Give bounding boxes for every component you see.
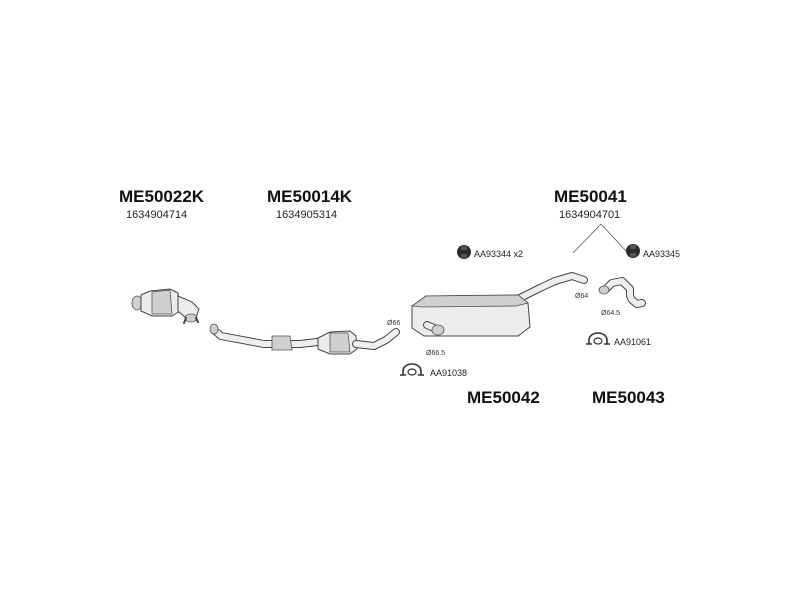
part-number-me50041: 1634904701 — [559, 209, 620, 221]
tailpipe — [598, 277, 646, 308]
clamp-tailpipe-label: AA91061 — [614, 337, 651, 347]
clamp-muffler-label: AA91038 — [430, 368, 467, 378]
diameter-muffler-inlet: Ø66.5 — [426, 350, 445, 357]
rear-muffler — [410, 272, 588, 337]
part-code-me50014k: ME50014K — [267, 187, 353, 206]
diameter-center-pipe-outlet: Ø66 — [387, 320, 400, 327]
me50041-leader-lines — [572, 223, 628, 254]
hanger-muffler-label: AA93344 x2 — [474, 249, 523, 259]
part-code-me50022k: ME50022K — [119, 187, 205, 206]
part-code-me50041: ME50041 — [554, 187, 627, 206]
rubber-hanger-muffler-icon — [457, 245, 471, 259]
part-number-me50014k: 1634905314 — [276, 209, 337, 221]
diameter-tailpipe-inlet: Ø64.5 — [601, 310, 620, 317]
part-code-me50043: ME50043 — [592, 388, 665, 407]
clamp-muffler-icon — [400, 363, 424, 376]
center-pipe-with-catalyst — [209, 323, 400, 355]
diameter-muffler-outlet: Ø64 — [575, 293, 588, 300]
hanger-tailpipe-label: AA93345 — [643, 249, 680, 259]
clamp-tailpipe-icon — [586, 332, 610, 345]
part-code-me50042: ME50042 — [467, 388, 540, 407]
part-number-me50022k: 1634904714 — [126, 209, 187, 221]
rubber-hanger-tailpipe-icon — [626, 244, 640, 258]
front-catalytic-converter — [131, 288, 200, 324]
